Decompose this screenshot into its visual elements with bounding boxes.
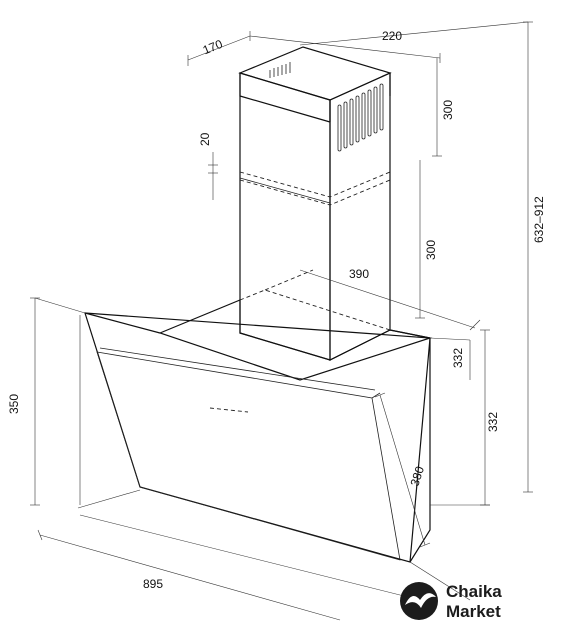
chaika-market-logo: Chaika Market: [400, 582, 502, 621]
label-hood-height: 350: [7, 394, 21, 414]
label-hood-depth-side: 332: [486, 412, 500, 432]
logo-line-1: Chaika: [446, 582, 502, 601]
label-total-height: 632–912: [532, 196, 546, 243]
label-overlap: 20: [198, 132, 212, 146]
label-hood-width: 895: [143, 577, 163, 591]
hood-body: [84, 269, 433, 563]
dimension-lines: [30, 21, 533, 621]
label-lower-chimney-height: 300: [424, 240, 438, 260]
label-hood-depth-top: 332: [451, 348, 465, 368]
vent-slots-left: [269, 62, 291, 78]
upper-chimney: [238, 46, 392, 152]
label-glass-height: 380: [408, 464, 428, 488]
label-upper-chimney-height: 300: [441, 100, 455, 120]
seagull-icon: [400, 582, 438, 620]
label-chimney-width: 220: [382, 29, 402, 43]
label-back-depth: 390: [349, 267, 369, 281]
label-chimney-depth: 170: [201, 37, 225, 58]
logo-line-2: Market: [446, 602, 501, 621]
chimney-body: [239, 72, 391, 361]
vent-slots-right: [337, 83, 384, 152]
dimension-labels: 170 220 300 20 300 632–912 390 332 332 3…: [7, 29, 546, 591]
